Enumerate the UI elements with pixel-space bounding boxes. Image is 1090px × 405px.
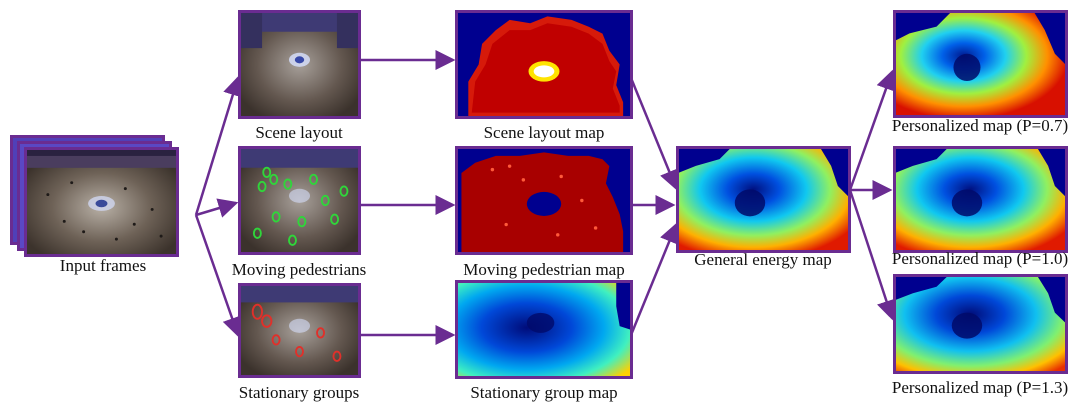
input-frames-caption: Input frames <box>59 256 147 275</box>
arrow-stationary-group-map-to-general <box>629 222 679 336</box>
stationary-group-map-image <box>455 280 633 379</box>
stationary-groups-image <box>238 283 361 378</box>
moving-pedestrian-map-caption: Moving pedestrian map <box>463 260 625 279</box>
arrow-input-to-moving-pedestrians <box>195 198 239 218</box>
scene-layout-map-caption: Scene layout map <box>483 123 605 142</box>
stationary-groups-caption: Stationary groups <box>238 383 360 402</box>
personalized-map-1-image <box>893 10 1068 118</box>
personalized-map-3-caption: Personalized map (P=1.3) <box>891 378 1069 397</box>
scene-layout-image <box>238 10 361 119</box>
arrow-general-to-personalized-3 <box>848 189 897 321</box>
scene-layout-caption: Scene layout <box>255 123 343 142</box>
arrow-general-to-personalized-1 <box>848 69 896 191</box>
moving-pedestrian-map-image <box>455 146 633 255</box>
personalized-map-1-caption: Personalized map (P=0.7) <box>891 116 1069 135</box>
general-energy-map-caption: General energy map <box>694 250 832 269</box>
input-frames-stack <box>10 135 200 260</box>
input-frame-front <box>24 147 179 257</box>
arrow-input-to-scene-layout <box>194 75 243 216</box>
personalized-map-3-image <box>893 274 1068 374</box>
personalized-map-2-caption: Personalized map (P=1.0) <box>891 249 1069 268</box>
moving-pedestrians-image <box>238 146 361 255</box>
personalized-map-2-image <box>893 146 1068 253</box>
scene-layout-map-image <box>455 10 633 119</box>
arrow-input-to-stationary-groups <box>194 214 242 338</box>
general-energy-map-image <box>676 146 851 253</box>
moving-pedestrians-caption: Moving pedestrians <box>231 260 367 279</box>
arrow-scene-layout-map-to-general <box>629 77 679 191</box>
stationary-group-map-caption: Stationary group map <box>470 383 618 402</box>
